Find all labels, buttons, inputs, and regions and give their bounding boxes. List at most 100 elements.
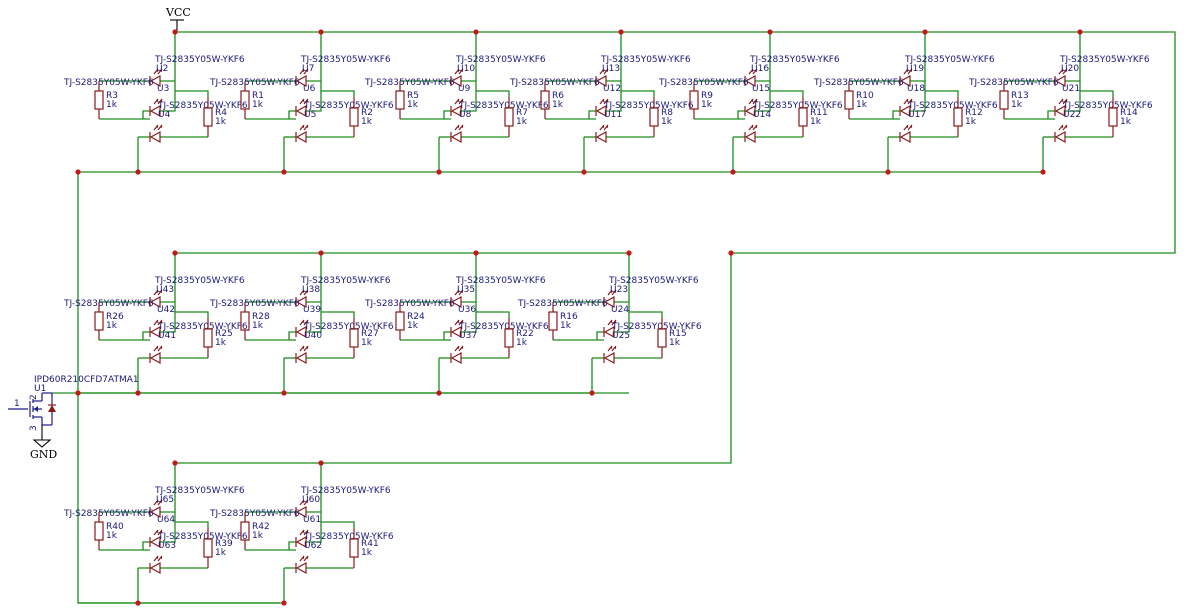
led-ref: U63 — [158, 541, 176, 551]
led-part-label: TJ-S2835Y05W-YKF6 — [658, 78, 749, 88]
junction-dot — [589, 390, 595, 396]
junction-dot — [767, 29, 773, 35]
resistor-ref: R24 — [407, 312, 425, 322]
wire-r2-top — [476, 311, 510, 318]
led-ref: U12 — [603, 84, 621, 94]
led-u64 — [149, 529, 163, 549]
junction-dot — [318, 460, 324, 466]
wire-mid2 — [288, 541, 296, 550]
led-part-label: TJ-S2835Y05W-YKF6 — [157, 532, 248, 542]
led-u20 — [1054, 68, 1068, 88]
led-u9 — [450, 98, 464, 118]
gnd-label: GND — [30, 448, 57, 461]
junction-dot — [281, 390, 287, 396]
led-ref: U2 — [156, 64, 168, 74]
junction-dot — [626, 250, 632, 256]
wires — [52, 30, 1176, 604]
junction-dot — [618, 29, 624, 35]
led-ref: U9 — [458, 84, 471, 94]
led-part-label: TJ-S2835Y05W-YKF6 — [749, 55, 840, 65]
wire-mid2 — [737, 110, 745, 119]
led-u37 — [450, 345, 464, 365]
led-part-label: TJ-S2835Y05W-YKF6 — [455, 276, 546, 286]
junction-dot — [1040, 169, 1046, 175]
led-cell-r1-c1: TJ-S2835Y05W-YKF6U38R281kTJ-S2835Y05W-YK… — [209, 276, 394, 365]
junction-dot — [281, 169, 287, 175]
junction-dot — [135, 169, 141, 175]
wire-mid2 — [596, 331, 604, 340]
led-ref: U8 — [459, 110, 472, 120]
junction-dot — [75, 390, 81, 396]
led-part-label: TJ-S2835Y05W-YKF6 — [608, 276, 699, 286]
resistor-value: 1k — [856, 100, 868, 110]
led-u8 — [450, 124, 464, 144]
led-u4 — [149, 124, 163, 144]
led-ref: U23 — [610, 285, 628, 295]
led-u18 — [899, 98, 913, 118]
led-part-label: TJ-S2835Y05W-YKF6 — [300, 486, 391, 496]
led-ref: U5 — [304, 110, 316, 120]
led-cell-r0-c3: TJ-S2835Y05W-YKF6U13R61kTJ-S2835Y05W-YKF… — [509, 55, 694, 144]
led-ref: U21 — [1062, 84, 1080, 94]
led-u11 — [595, 124, 609, 144]
led-part-label: TJ-S2835Y05W-YKF6 — [904, 55, 995, 65]
resistor-value: 1k — [215, 338, 227, 348]
wire-mid2 — [443, 110, 451, 119]
wire-r2-top — [175, 521, 209, 528]
junction-dot — [75, 169, 81, 175]
led-part-label: TJ-S2835Y05W-YKF6 — [600, 55, 691, 65]
led-u15 — [744, 98, 758, 118]
led-ref: U16 — [751, 64, 769, 74]
resistor-ref: R5 — [407, 91, 419, 101]
led-part-label: TJ-S2835Y05W-YKF6 — [907, 101, 998, 111]
resistor-value: 1k — [407, 321, 419, 331]
junction-dot — [473, 250, 479, 256]
led-u36 — [450, 319, 464, 339]
led-u35 — [450, 289, 464, 309]
led-u2 — [149, 68, 163, 88]
led-u63 — [149, 555, 163, 575]
wire-r2-top — [321, 521, 355, 528]
resistor-value: 1k — [252, 100, 264, 110]
led-ref: U3 — [157, 84, 169, 94]
resistor-value: 1k — [106, 531, 118, 541]
led-u60 — [295, 499, 309, 519]
resistor-value: 1k — [1120, 117, 1132, 127]
wire-mid2 — [892, 110, 900, 119]
mosfet-part-label: IPD60R210CFD7ATMA1 — [34, 375, 139, 385]
wire-r2-top — [175, 311, 209, 318]
resistor-ref: R22 — [516, 329, 534, 339]
led-part-label: TJ-S2835Y05W-YKF6 — [458, 101, 549, 111]
led-u14 — [744, 124, 758, 144]
led-u7 — [295, 68, 309, 88]
led-u10 — [450, 68, 464, 88]
resistor-ref: R7 — [516, 108, 528, 118]
resistor-value: 1k — [215, 117, 227, 127]
led-part-label: TJ-S2835Y05W-YKF6 — [209, 78, 300, 88]
wire-r2-top — [321, 90, 355, 97]
led-part-label: TJ-S2835Y05W-YKF6 — [517, 299, 608, 309]
vcc-label: VCC — [165, 6, 191, 19]
led-ref: U64 — [157, 515, 175, 525]
led-ref: U62 — [304, 541, 322, 551]
resistor-ref: R13 — [1011, 91, 1029, 101]
led-u23 — [603, 289, 617, 309]
resistor-ref: R27 — [361, 329, 379, 339]
led-part-label: TJ-S2835Y05W-YKF6 — [63, 509, 154, 519]
led-u40 — [295, 345, 309, 365]
junction-dot — [436, 390, 442, 396]
resistor-value: 1k — [407, 100, 419, 110]
mosfet-pin-3: 3 — [29, 425, 39, 431]
led-ref: U42 — [157, 305, 175, 315]
led-u17 — [899, 124, 913, 144]
led-part-label: TJ-S2835Y05W-YKF6 — [752, 101, 843, 111]
led-part-label: TJ-S2835Y05W-YKF6 — [509, 78, 600, 88]
